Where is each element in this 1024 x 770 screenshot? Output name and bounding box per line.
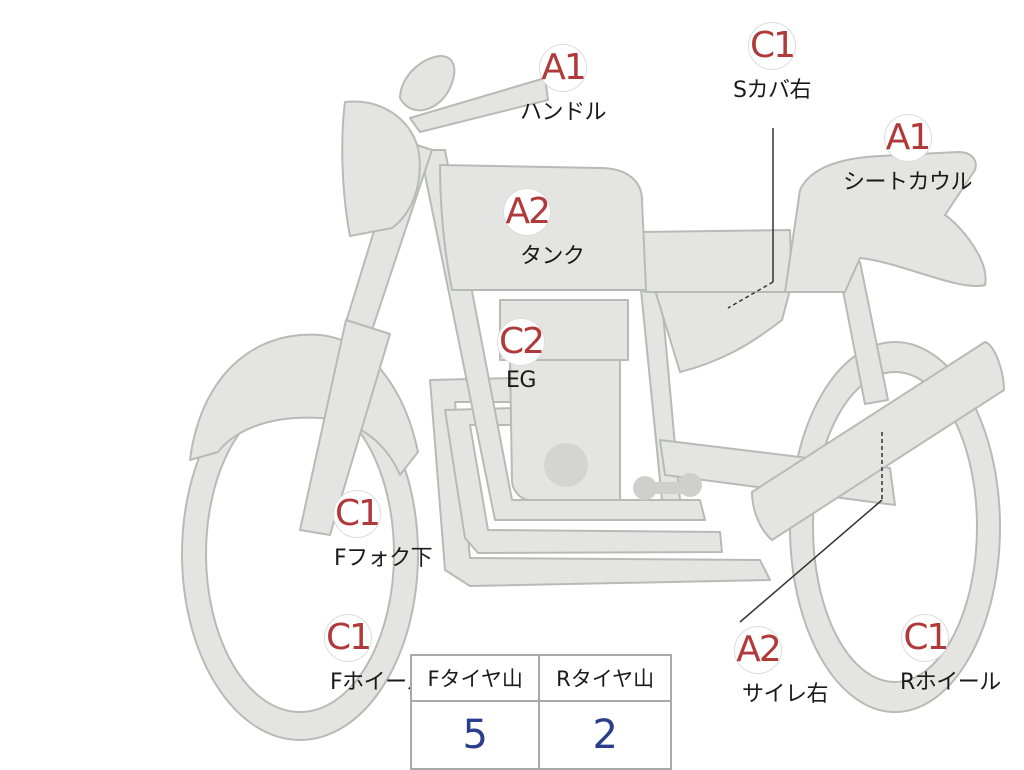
grade-badge: C2 xyxy=(497,318,545,366)
part-label: EG xyxy=(506,368,536,393)
engine-cover-circle xyxy=(544,443,588,487)
part-label: Rホイール xyxy=(900,670,1001,695)
frame-shape xyxy=(419,149,706,521)
callout-seat-cowl: A1 シートカウル xyxy=(843,114,973,196)
front-tire-header: Fタイヤ山 xyxy=(409,654,541,702)
callout-front-wheel: C1 Fホイール xyxy=(268,614,429,696)
part-label: サイレ右 xyxy=(742,682,829,707)
table-header-row: Fタイヤ山 Rタイヤ山 xyxy=(409,654,672,702)
grade-badge: C1 xyxy=(324,614,372,662)
callout-engine: C2 EG xyxy=(497,318,545,393)
grade-badge: A1 xyxy=(883,114,932,162)
callout-rear-wheel: C1 Rホイール xyxy=(850,614,1001,696)
leader-scover-dash xyxy=(727,281,774,309)
table-value-row: 5 2 xyxy=(409,700,672,770)
grade-badge: A2 xyxy=(503,188,552,236)
seat-cowl-shape xyxy=(784,151,987,293)
callout-front-fork-lower: C1 Fフォク下 xyxy=(282,490,433,572)
part-label: Sカバ右 xyxy=(733,78,811,103)
callout-handle: A1 ハンドル xyxy=(520,44,607,126)
grade-badge: C1 xyxy=(333,490,381,538)
engine-shape xyxy=(509,359,621,501)
handlebar-shape xyxy=(409,77,549,133)
mirror-shape xyxy=(399,55,456,112)
rear-tire-header: Rタイヤ山 xyxy=(538,654,672,702)
front-fork-lower-shape xyxy=(299,319,391,536)
rear-tire-value: 2 xyxy=(538,700,672,770)
grade-badge: C1 xyxy=(901,614,949,662)
callout-silencer-right: A2 サイレ右 xyxy=(688,626,829,708)
side-cover-shape xyxy=(654,289,791,373)
front-tire-value: 5 xyxy=(409,700,541,770)
grade-badge: C1 xyxy=(747,22,796,70)
footpeg-end-right xyxy=(678,473,702,497)
part-label: ハンドル xyxy=(520,100,607,125)
headlight-shape xyxy=(341,100,421,237)
grade-badge: A1 xyxy=(539,44,587,92)
part-label: タンク xyxy=(520,244,585,269)
seat-shape xyxy=(637,229,793,293)
leader-silencer xyxy=(739,499,883,623)
footpeg-end-left xyxy=(633,476,657,500)
callout-scover-right: C1 Sカバ右 xyxy=(733,22,811,104)
tire-tread-table: Fタイヤ山 Rタイヤ山 5 2 xyxy=(409,654,672,770)
grade-badge: A2 xyxy=(734,626,782,674)
part-label: Fフォク下 xyxy=(334,546,433,571)
part-label: シートカウル xyxy=(843,170,973,195)
silencer-shape xyxy=(751,341,1005,541)
callout-tank: A2 タンク xyxy=(470,188,585,270)
